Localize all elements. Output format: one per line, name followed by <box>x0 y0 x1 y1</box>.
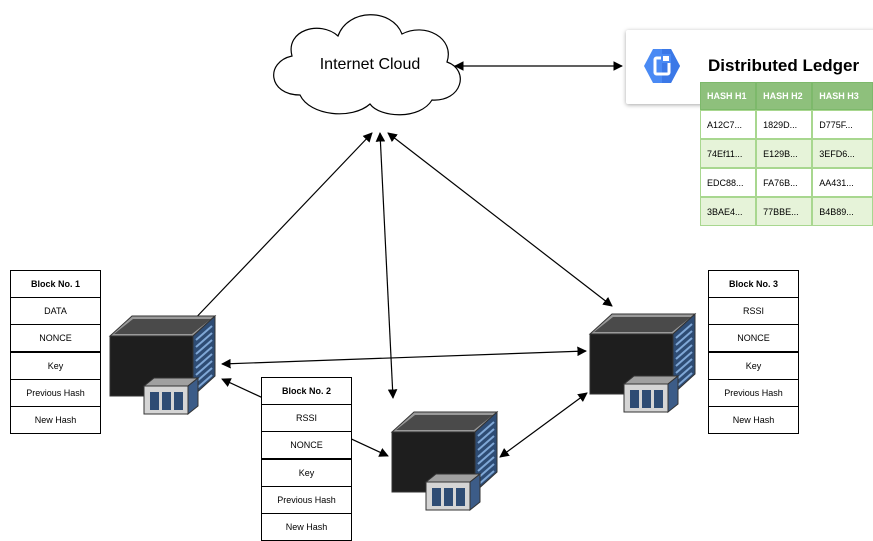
block-field: RSSI <box>262 405 351 432</box>
block-field: Key <box>709 352 798 380</box>
ledger-row: 74Ef11... E129B... 3EFD6... <box>700 139 873 168</box>
block-field: RSSI <box>709 298 798 325</box>
block-title: Block No. 1 <box>11 271 100 298</box>
building-icon <box>589 313 696 413</box>
block-title: Block No. 3 <box>709 271 798 298</box>
ledger-cell: AA431... <box>812 168 873 197</box>
ledger-header-row: HASH H1 HASH H2 HASH H3 <box>700 82 873 110</box>
arrow-cloud-node3 <box>387 132 613 307</box>
block-field: New Hash <box>732 415 775 425</box>
ledger-cell: E129B... <box>756 139 813 168</box>
ledger-row: EDC88... FA76B... AA431... <box>700 168 873 197</box>
cloud-label: Internet Cloud <box>319 56 421 73</box>
block-3: Block No. 3 RSSI NONCE Key Previous Hash… <box>708 270 799 434</box>
ledger-logo-icon <box>644 49 680 83</box>
ledger-table: HASH H1 HASH H2 HASH H3 A12C7... 1829D..… <box>700 82 873 226</box>
block-1: Block No. 1 DATA NONCE Key Previous Hash… <box>10 270 101 434</box>
block-field: NONCE <box>262 432 351 459</box>
block-field: New Hash <box>285 522 328 532</box>
ledger-header-cell: HASH H2 <box>756 82 813 110</box>
ledger-header-cell: HASH H1 <box>700 82 757 110</box>
block-field: NONCE <box>709 325 798 352</box>
ledger-cell: 3BAE4... <box>700 197 757 226</box>
ledger-cell: 77BBE... <box>756 197 813 226</box>
block-field: Key <box>11 352 100 380</box>
ledger-cell: 3EFD6... <box>812 139 873 168</box>
ledger-cell: 74Ef11... <box>700 139 757 168</box>
block-field: Previous Hash <box>262 487 351 514</box>
ledger-row: 3BAE4... 77BBE... B4B89... <box>700 197 873 226</box>
arrow-cloud-node1 <box>187 132 373 327</box>
internet-cloud-shape <box>273 14 461 116</box>
block-2: Block No. 2 RSSI NONCE Key Previous Hash… <box>261 377 352 541</box>
block-field: Previous Hash <box>11 380 100 407</box>
ledger-cell: FA76B... <box>756 168 813 197</box>
ledger-cell: B4B89... <box>812 197 873 226</box>
arrow-node2-node3 <box>499 392 588 458</box>
ledger-row: A12C7... 1829D... D775F... <box>700 110 873 139</box>
ledger-cell: 1829D... <box>756 110 813 139</box>
ledger-header-cell: HASH H3 <box>812 82 873 110</box>
block-field: NONCE <box>11 325 100 352</box>
building-icon <box>109 315 216 415</box>
block-field: New Hash <box>34 415 77 425</box>
ledger-cell: D775F... <box>812 110 873 139</box>
ledger-cell: EDC88... <box>700 168 757 197</box>
block-field: Previous Hash <box>709 380 798 407</box>
block-field: Key <box>262 459 351 487</box>
building-icon <box>391 411 498 511</box>
ledger-title: Distributed Ledger <box>708 56 860 75</box>
ledger-cell: A12C7... <box>700 110 757 139</box>
block-title: Block No. 2 <box>262 378 351 405</box>
arrow-node1-node3 <box>221 346 587 369</box>
block-field: DATA <box>11 298 100 325</box>
